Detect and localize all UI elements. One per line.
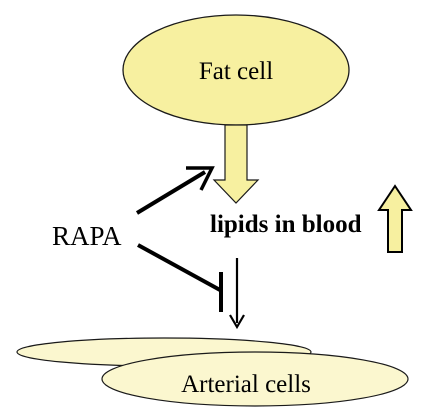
fat-cell-label: Fat cell <box>199 58 273 85</box>
rapa-activation-arrowhead <box>186 166 215 191</box>
arterial-cell-front <box>101 351 409 407</box>
rapa-activation-arrow-line <box>135 170 207 215</box>
lipids-to-arterial-arrowhead <box>229 314 245 330</box>
lipids-increase-up-arrow-shape <box>377 184 413 253</box>
arterial-cells-label: Arterial cells <box>181 371 311 398</box>
rapa-label: RAPA <box>52 221 122 251</box>
rapa-inhibition-line <box>137 243 221 292</box>
fat-cell-to-lipids-block-arrow <box>212 124 260 204</box>
lipids-in-blood-label: lipids in blood <box>210 211 362 238</box>
